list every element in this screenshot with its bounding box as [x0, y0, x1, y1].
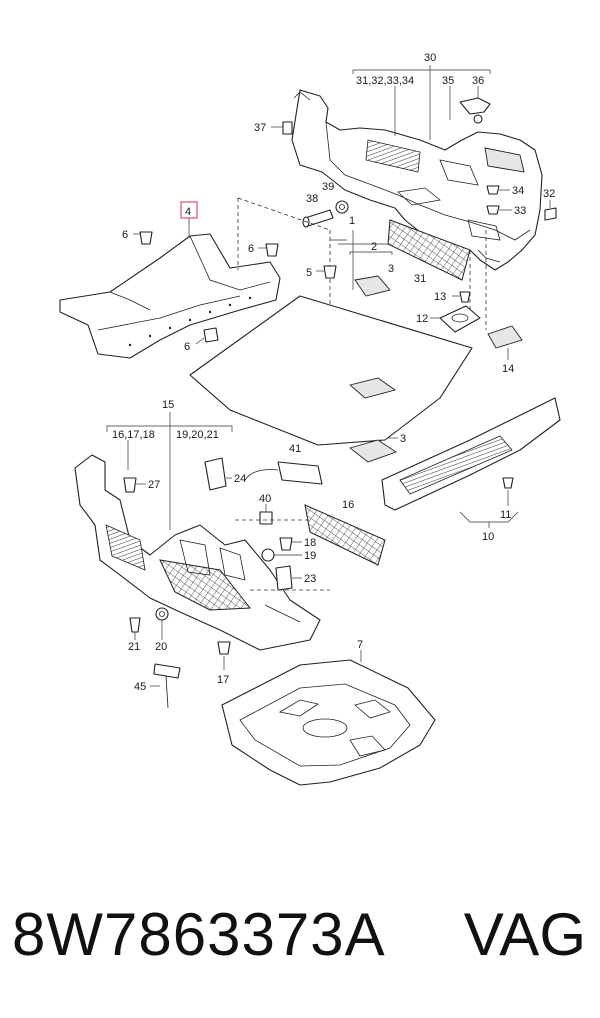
cover-plate-3-bottom [349, 437, 398, 463]
callout-17: 17 [217, 674, 229, 686]
tool-45 [150, 663, 181, 709]
callout-31: 31 [414, 273, 426, 285]
clip-19 [261, 548, 302, 562]
callout-5: 5 [306, 267, 312, 279]
callout-11: 11 [500, 509, 511, 521]
cargo-net-31 [387, 219, 471, 281]
callout-6-left: 6 [122, 229, 128, 241]
callout-15: 15 [162, 399, 174, 411]
callout-36: 36 [472, 75, 484, 87]
cargo-net-16 [304, 504, 386, 566]
callout-34: 34 [512, 185, 524, 197]
pad-32 [544, 200, 557, 221]
sill-trim-10 [381, 397, 561, 511]
callout-21: 21 [128, 641, 140, 653]
callout-23: 23 [304, 573, 316, 585]
lamp-41 [244, 461, 323, 485]
cover-plate-3-top [354, 275, 391, 297]
fastener-33 [486, 205, 512, 215]
clip-18 [279, 537, 302, 551]
clip-39 [335, 200, 349, 214]
callout-2: 2 [371, 241, 377, 253]
callout-16-18: 16,17,18 [112, 429, 155, 441]
clip-6-left [133, 231, 153, 245]
clip-17 [217, 641, 231, 670]
callout-35: 35 [442, 75, 454, 87]
bracket-12 [430, 305, 481, 333]
callout-38: 38 [306, 193, 318, 205]
callout-3-bottom: 3 [400, 433, 406, 445]
clip-27 [123, 477, 146, 493]
fastener-34 [486, 185, 510, 195]
callout-19-21: 19,20,21 [176, 429, 219, 441]
clip-6-right [258, 243, 279, 257]
side-trim-panel-30 [291, 89, 543, 271]
clip-6-bottom [195, 327, 219, 345]
callout-16: 16 [342, 499, 354, 511]
panel-holes [128, 296, 252, 347]
clip-11 [502, 477, 514, 506]
hook-23 [275, 565, 302, 591]
floor-panel-4 [59, 233, 281, 359]
footer: 8W7863373A VAG [0, 890, 600, 1000]
part-number: 8W7863373A [12, 901, 386, 968]
callout-6-right: 6 [248, 243, 254, 255]
callout-24: 24 [234, 473, 246, 485]
callout-27: 27 [148, 479, 160, 491]
screw-13 [452, 291, 471, 303]
bolt-38 [302, 209, 334, 228]
callout-30: 30 [424, 52, 436, 64]
callout-10: 10 [482, 531, 494, 543]
callout-20: 20 [155, 641, 167, 653]
callout-13: 13 [434, 291, 446, 303]
callout-group-1-2 [330, 230, 388, 290]
callout-6-bottom: 6 [184, 341, 190, 353]
callout-7: 7 [357, 639, 363, 651]
clip-5 [316, 265, 337, 279]
floor-cover-1 [189, 295, 473, 446]
nut-20 [155, 607, 169, 640]
callout-group-30 [352, 65, 491, 140]
bracket-14 [487, 325, 523, 360]
clip-36 [459, 97, 491, 124]
callout-33: 33 [514, 205, 526, 217]
bolt-21 [129, 617, 141, 640]
callout-group-15 [106, 412, 233, 530]
storage-tray-7 [221, 659, 436, 786]
callout-12: 12 [416, 313, 428, 325]
callout-4: 4 [185, 206, 191, 218]
callout-14: 14 [502, 363, 514, 375]
callout-3-top: 3 [388, 263, 394, 275]
callout-1: 1 [349, 215, 355, 227]
callout-31-34: 31,32,33,34 [356, 75, 414, 87]
parts-exploded-diagram: 30 31,32,33,34 35 36 37 38 39 34 33 32 [59, 52, 561, 786]
callout-18: 18 [304, 537, 316, 549]
callout-45: 45 [134, 681, 146, 693]
side-trim-panel-15 [74, 454, 321, 651]
callout-41: 41 [289, 443, 301, 455]
brand-name: VAG [463, 901, 586, 968]
fastener-37 [271, 121, 293, 135]
clip-40 [259, 504, 273, 525]
callout-32: 32 [543, 188, 555, 200]
callout-40: 40 [259, 493, 271, 505]
callout-39: 39 [322, 181, 334, 193]
callout-19: 19 [304, 550, 316, 562]
bracket-24 [204, 457, 232, 491]
callout-37: 37 [254, 122, 266, 134]
